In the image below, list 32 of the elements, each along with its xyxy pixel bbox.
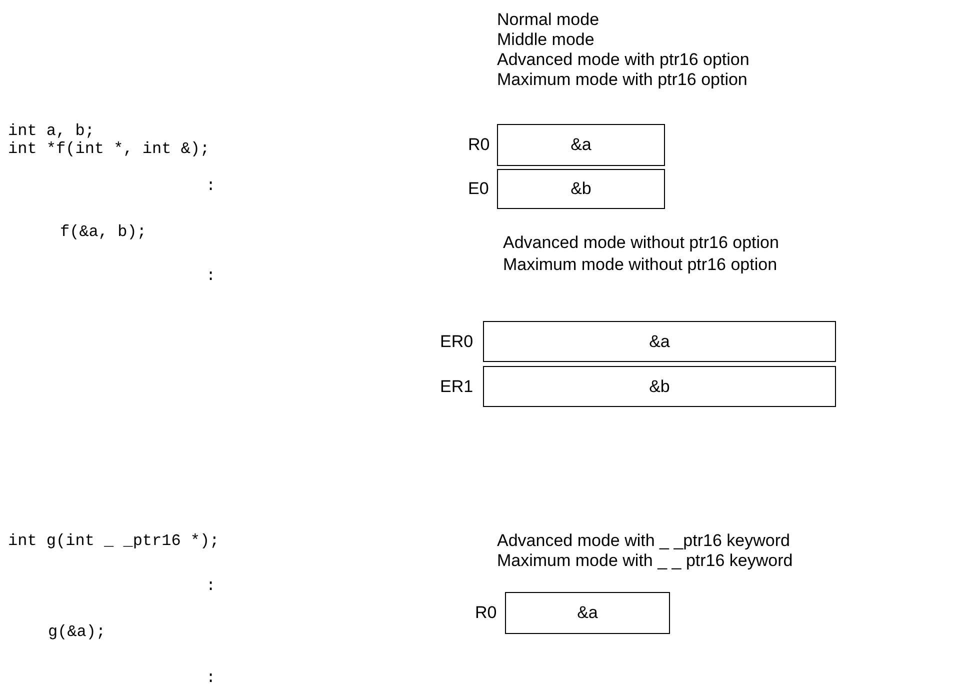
code-line: f(&a, b); [60, 224, 146, 240]
register-box [483, 366, 836, 407]
code-line: : [206, 670, 216, 686]
mode-heading: Maximum mode with _ _ ptr16 keyword [497, 552, 793, 569]
register-value: &a [570, 135, 592, 155]
code-line: : [206, 268, 216, 284]
mode-heading: Maximum mode with ptr16 option [497, 71, 748, 88]
register-value: &a [649, 332, 670, 352]
register-name: ER1 [440, 378, 474, 394]
register-name: R0 [468, 136, 490, 153]
code-line: int *f(int *, int &); [8, 141, 210, 157]
register-name: R0 [475, 604, 497, 621]
mode-heading: Advanced mode without ptr16 option [503, 234, 779, 251]
register-box [497, 169, 665, 209]
register-box [483, 321, 836, 362]
code-line: int g(int _ _ptr16 *); [8, 533, 220, 549]
code-line: : [206, 178, 216, 194]
code-line: int a, b; [8, 123, 94, 139]
register-name: ER0 [440, 332, 474, 350]
register-box [505, 592, 670, 634]
register-value: &b [649, 376, 670, 396]
mode-heading: Middle mode [497, 31, 594, 48]
mode-heading: Maximum mode without ptr16 option [503, 256, 778, 273]
register-name: E0 [468, 180, 489, 197]
mode-heading: Advanced mode with _ _ptr16 keyword [497, 532, 790, 549]
register-box [497, 124, 665, 166]
mode-heading: Normal mode [497, 11, 600, 28]
mode-heading: Advanced mode with ptr16 option [497, 51, 750, 68]
register-value: &b [570, 179, 592, 199]
code-line: g(&a); [48, 624, 106, 640]
code-line: : [206, 578, 216, 594]
register-value: &a [577, 603, 598, 623]
